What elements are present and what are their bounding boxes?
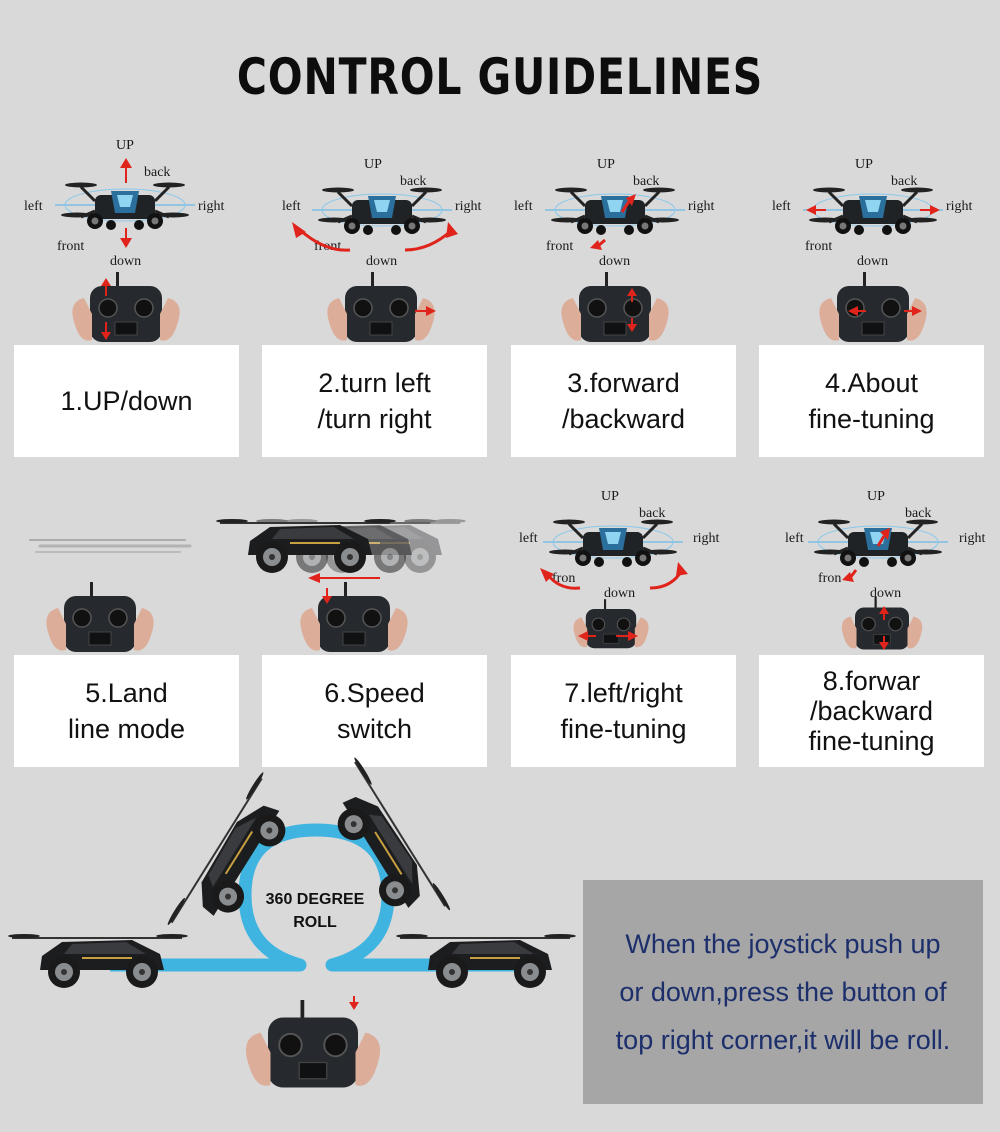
label-front: front <box>805 239 833 254</box>
label-back: back <box>639 506 666 521</box>
step-5-box: 5.Land line mode <box>14 655 239 767</box>
step-6-line-2: switch <box>336 714 412 744</box>
label-back: back <box>891 174 918 189</box>
label-front: front <box>546 239 574 254</box>
label-back: back <box>144 165 171 180</box>
label-up: UP <box>116 138 134 153</box>
label-left: left <box>282 199 301 214</box>
step-4-box: 4.About fine-tuning <box>759 345 984 457</box>
step-7-box: 7.left/right fine-tuning <box>511 655 736 767</box>
label-down: down <box>599 254 631 269</box>
step-8-line-1: 8.forwar <box>822 666 921 696</box>
step-5-line-2: line mode <box>67 714 186 744</box>
label-front: fron <box>818 571 842 586</box>
roll-note-line-2: or down,press the button of <box>619 977 947 1007</box>
step-3-box: 3.forward /backward <box>511 345 736 457</box>
step-6-line-1: 6.Speed <box>324 678 425 708</box>
step-2-line-1: 2.turn left <box>318 368 431 398</box>
label-left: left <box>519 531 538 546</box>
step-6-box: 6.Speed switch <box>262 655 487 767</box>
label-left: left <box>24 199 43 214</box>
label-left: left <box>785 531 804 546</box>
label-right: right <box>198 199 225 214</box>
roll-label: 360 DEGREE ROLL <box>250 888 380 934</box>
step-5-line-1: 5.Land <box>85 678 168 708</box>
roll-note-panel: When the joystick push up or down,press … <box>583 880 983 1104</box>
step-1-line-1: 1.UP/down <box>60 386 193 416</box>
page-title: CONTROL GUIDELINES <box>236 48 764 106</box>
step-2-line-2: /turn right <box>317 404 432 434</box>
label-left: left <box>514 199 533 214</box>
label-up: UP <box>867 489 885 504</box>
label-up: UP <box>601 489 619 504</box>
step-1-box: 1.UP/down <box>14 345 239 457</box>
label-down: down <box>870 586 902 601</box>
label-up: UP <box>364 157 382 172</box>
step-7-line-2: fine-tuning <box>560 714 687 744</box>
label-up: UP <box>597 157 615 172</box>
roll-label-line-1: 360 DEGREE <box>265 891 365 908</box>
roll-note-line-3: top right corner,it will be roll. <box>615 1025 951 1055</box>
label-left: left <box>772 199 791 214</box>
step-7-line-1: 7.left/right <box>564 678 683 708</box>
step-8-line-3: fine-tuning <box>808 726 935 756</box>
label-back: back <box>400 174 427 189</box>
roll-label-line-2: ROLL <box>293 914 337 931</box>
label-down: down <box>857 254 889 269</box>
step-8-line-2: /backward <box>809 696 934 726</box>
label-down: down <box>366 254 398 269</box>
label-down: down <box>110 254 142 269</box>
label-back: back <box>633 174 660 189</box>
step-2-box: 2.turn left /turn right <box>262 345 487 457</box>
step-4-line-2: fine-tuning <box>808 404 935 434</box>
label-right: right <box>688 199 715 214</box>
step-4-line-1: 4.About <box>824 368 919 398</box>
label-right: right <box>693 531 720 546</box>
label-back: back <box>905 506 932 521</box>
step-3-line-2: /backward <box>561 404 686 434</box>
roll-note-line-1: When the joystick push up <box>625 929 941 959</box>
step-8-box: 8.forwar /backward fine-tuning <box>759 655 984 767</box>
label-down: down <box>604 586 636 601</box>
label-up: UP <box>855 157 873 172</box>
label-right: right <box>959 531 986 546</box>
step-3-line-1: 3.forward <box>567 368 680 398</box>
label-right: right <box>946 199 973 214</box>
label-front: front <box>57 239 85 254</box>
label-right: right <box>455 199 482 214</box>
